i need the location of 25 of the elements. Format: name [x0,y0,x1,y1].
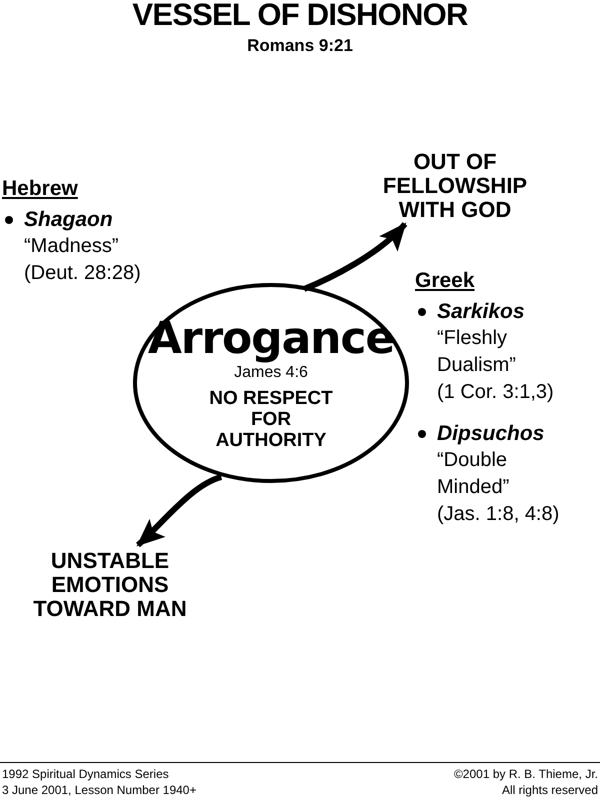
term-text: Sarkikos [437,299,526,325]
footer-text: 3 June 2001, Lesson Number 1940+ [2,782,196,798]
bare-text: UNSTABLE EMOTIONS TOWARD MAN [0,545,220,625]
curved-arrow [136,474,222,548]
node-text: NO RESPECT FOR AUTHORITY [208,388,334,450]
reference-text: (Deut. 28:28) [24,261,142,286]
section-heading: Hebrew [2,176,79,202]
footer-text: 1992 Spiritual Dynamics Series [2,766,170,782]
section-heading: Greek [415,268,476,294]
term-text: Dipsuchos [437,421,546,447]
footer-text: ©2001 by R. B. Thieme, Jr. [454,766,598,782]
reference-text: (Jas. 1:8, 4:8) [437,502,560,527]
term-text: Shagaon [24,207,114,233]
ellipse-node [133,283,409,483]
subtitle: Romans 9:21 [246,35,354,57]
translation-text: “Madness” [24,234,120,259]
footer-text: All rights reserved [500,782,598,798]
translation-text: “Fleshly Dualism” [437,326,517,378]
bare-text: OUT OF FELLOWSHIP WITH GOD [370,148,540,224]
reference-text: James 4:6 [234,362,308,382]
translation-text: “Double Minded” [437,448,510,500]
title: VESSEL OF DISHONOR [131,0,469,34]
reference-text: (1 Cor. 3:1,3) [437,380,555,405]
curved-arrow [302,222,408,292]
main-heading: Arrogance [148,316,394,362]
